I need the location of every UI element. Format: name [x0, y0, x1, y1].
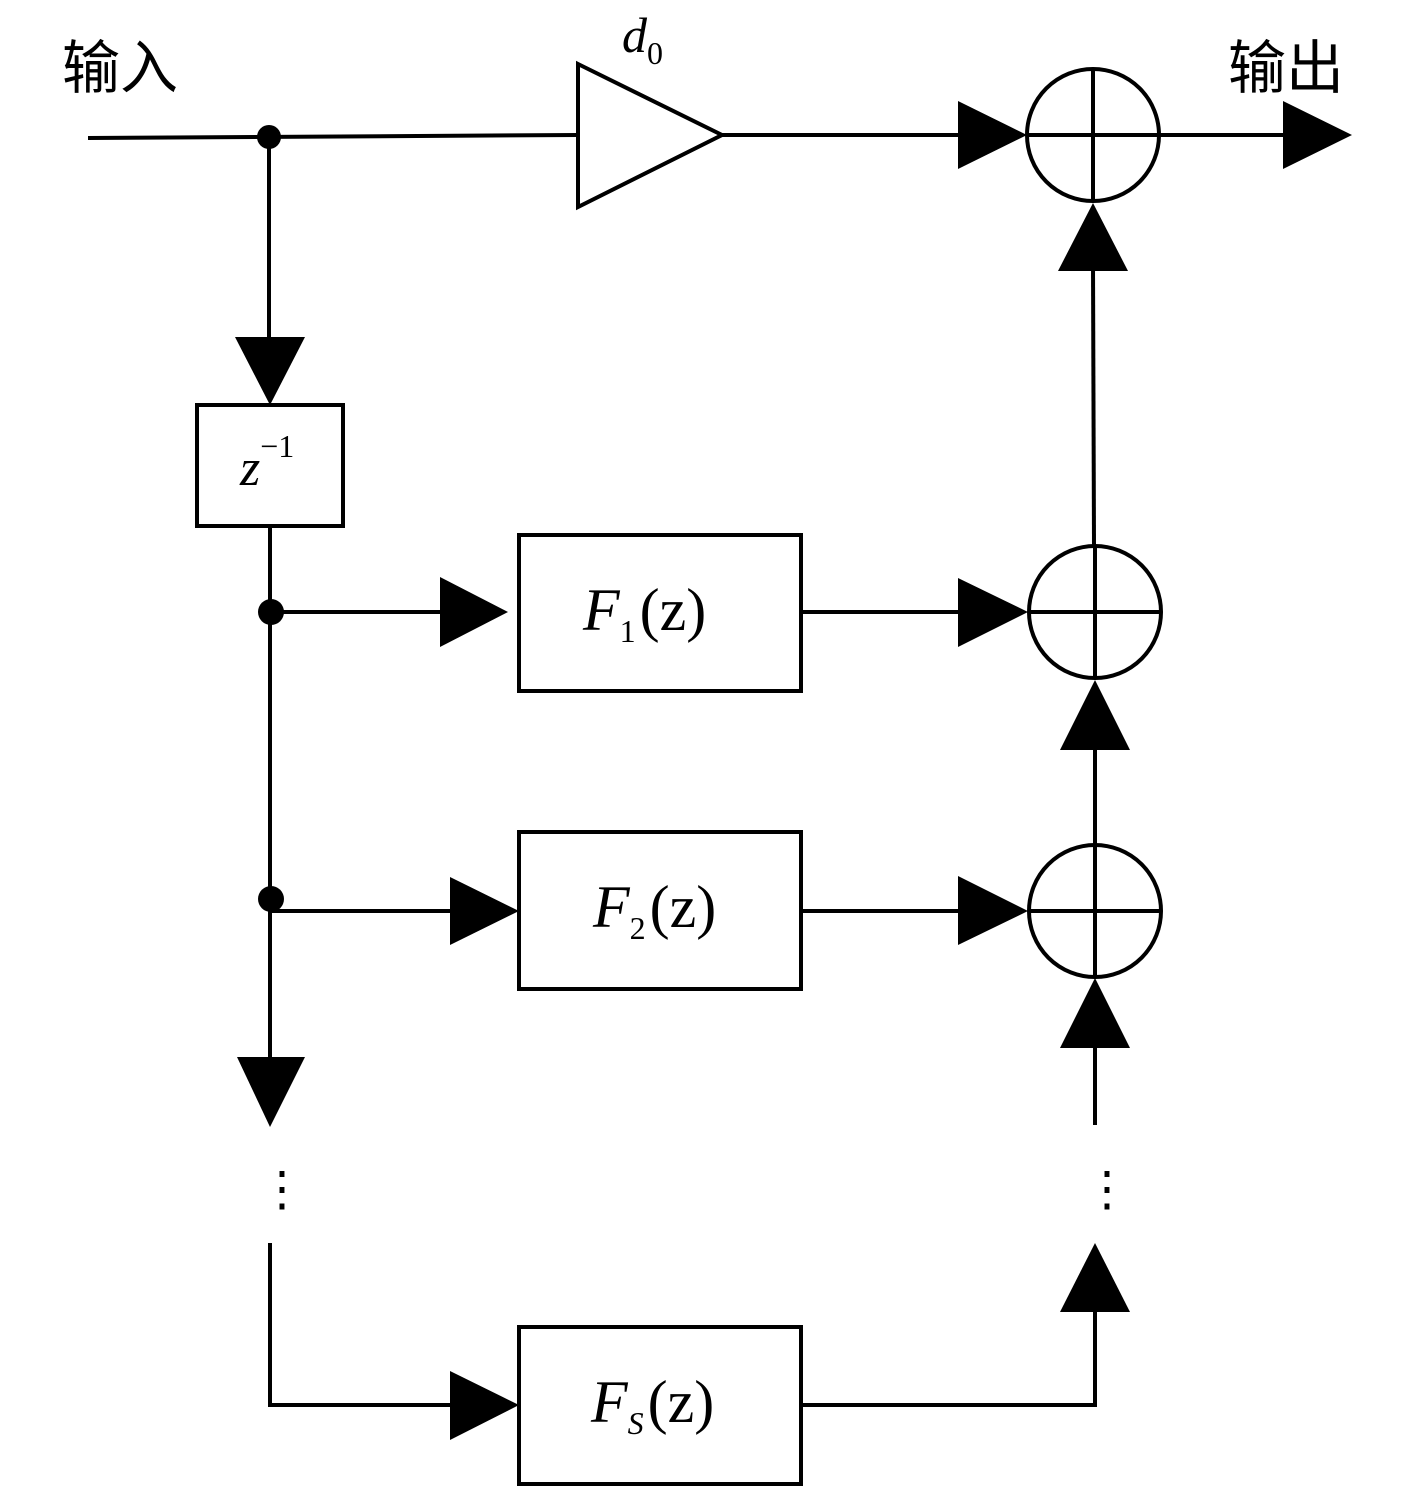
gain-label: d0	[622, 7, 663, 71]
gain-triangle	[576, 60, 727, 211]
input-line	[87, 133, 579, 140]
arrow-f2-to-sum	[958, 876, 1028, 945]
arrow-to-f2	[450, 877, 519, 945]
arrow-to-sum1	[1060, 680, 1130, 750]
sum-junction-top	[1025, 67, 1161, 203]
output-label: 输出	[1228, 34, 1344, 102]
input-label: 输入	[62, 34, 178, 102]
sum-junction-2	[1027, 843, 1163, 979]
f1-label: F1(z)	[582, 577, 706, 649]
left-ellipsis: ⋮	[258, 1163, 306, 1216]
arrow-f1-to-sum	[958, 578, 1028, 647]
sum-junction-1	[1027, 544, 1163, 680]
arrow-to-f1	[440, 577, 508, 647]
arrow-fs-up	[1060, 1243, 1130, 1312]
delay-label: z−1	[239, 428, 294, 497]
arrow-to-fs	[450, 1371, 519, 1440]
arrow-to-sum-top	[958, 101, 1027, 169]
arrow-to-sum2	[1060, 978, 1130, 1048]
fs-block	[517, 1325, 803, 1486]
arrow-to-sum-top-from-below	[1058, 203, 1128, 271]
sum1-to-top-line	[1091, 264, 1096, 547]
f2-label: F2(z)	[592, 874, 716, 946]
fs-input-line	[268, 1243, 455, 1407]
fs-label: FS(z)	[590, 1369, 714, 1441]
delay-block	[195, 403, 345, 528]
junction-f2	[258, 886, 284, 912]
right-ellipsis: ⋮	[1083, 1163, 1131, 1216]
arrow-down-continue	[237, 1057, 305, 1127]
fs-output-line	[801, 1305, 1097, 1407]
arrow-to-delay	[235, 337, 305, 405]
output-arrow	[1283, 101, 1352, 169]
f2-block	[517, 830, 803, 991]
